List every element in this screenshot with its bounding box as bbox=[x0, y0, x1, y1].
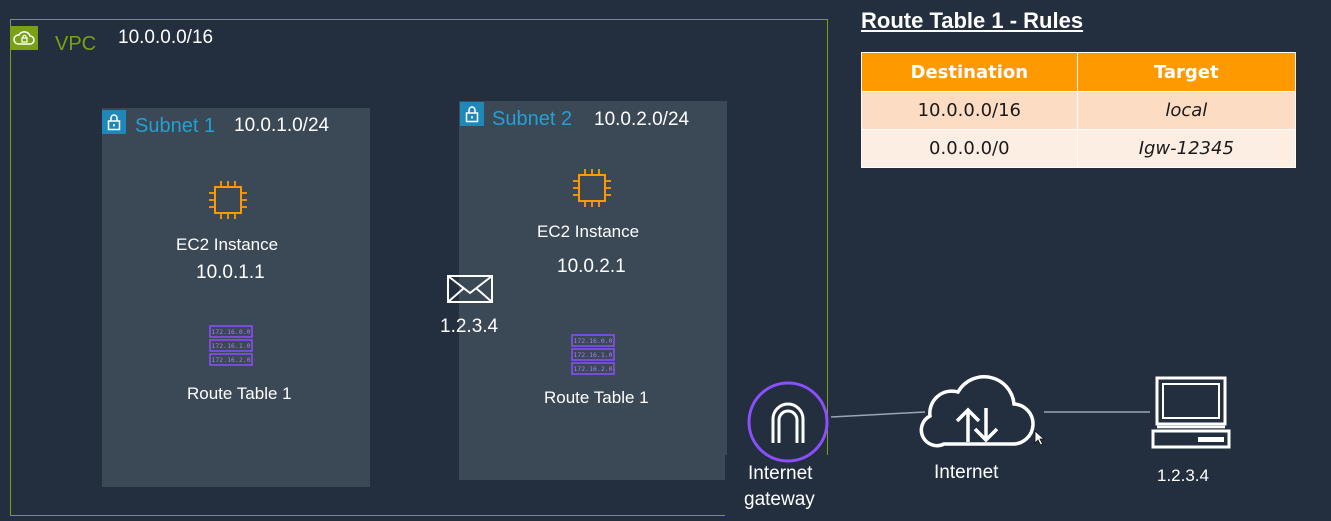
table-row: 10.0.0.0/16 local bbox=[861, 91, 1297, 130]
internet-gateway-icon bbox=[745, 379, 831, 470]
ec2-chip-icon bbox=[571, 167, 613, 214]
subnet-2-route-table-label: Route Table 1 bbox=[544, 388, 649, 407]
target-cell: local bbox=[1076, 91, 1297, 130]
route-table-icon-line: 172.16.1.0 bbox=[211, 342, 250, 350]
route-table-icon-line: 172.16.0.0 bbox=[211, 328, 250, 336]
destination-header: Destination bbox=[861, 52, 1078, 92]
subnet-2 bbox=[459, 101, 727, 480]
client-address: 1.2.3.4 bbox=[1157, 466, 1209, 485]
subnet-1-cidr: 10.0.1.0/24 bbox=[234, 115, 330, 136]
mouse-cursor-icon bbox=[1034, 430, 1046, 451]
route-table-icon-line: 172.16.2.0 bbox=[573, 365, 612, 373]
destination-cell: 10.0.0.0/16 bbox=[861, 91, 1078, 130]
subnet-2-instance-label: EC2 Instance bbox=[537, 222, 640, 241]
vpc-cidr: 10.0.0.0/16 bbox=[118, 27, 214, 48]
vpc-cloud-lock-icon bbox=[10, 26, 38, 50]
route-table-icon: 172.16.0.0 172.16.1.0 172.16.2.0 bbox=[209, 325, 253, 372]
subnet-2-cidr: 10.0.2.0/24 bbox=[594, 109, 690, 130]
route-table-icon: 172.16.0.0 172.16.1.0 172.16.2.0 bbox=[571, 334, 615, 381]
internet-gateway-label-line1: Internet bbox=[748, 463, 813, 484]
internet-gateway-label-line2: gateway bbox=[744, 489, 815, 510]
vpc-label: VPC bbox=[55, 33, 97, 55]
vpc-container bbox=[10, 19, 828, 516]
table-header-row: Destination Target bbox=[861, 52, 1297, 92]
route-table-icon-line: 172.16.0.0 bbox=[573, 337, 612, 345]
packet-address: 1.2.3.4 bbox=[440, 316, 499, 337]
gateway-area bbox=[725, 455, 835, 521]
subnet-2-name: Subnet 2 bbox=[492, 108, 573, 130]
target-cell: Igw-12345 bbox=[1076, 129, 1297, 168]
cloud-upload-download-icon bbox=[918, 372, 1036, 455]
subnet-lock-icon bbox=[102, 110, 126, 134]
route-table-icon-line: 172.16.2.0 bbox=[211, 356, 250, 364]
route-table-icon-line: 172.16.1.0 bbox=[573, 351, 612, 359]
destination-cell: 0.0.0.0/0 bbox=[861, 129, 1078, 168]
route-table-rules-title: Route Table 1 - Rules bbox=[861, 8, 1084, 33]
target-header: Target bbox=[1076, 52, 1297, 92]
internet-label: Internet bbox=[934, 462, 999, 483]
gateway-to-internet-line bbox=[830, 411, 926, 418]
computer-icon bbox=[1150, 375, 1232, 456]
subnet-1 bbox=[102, 108, 370, 487]
subnet-1-instance-label: EC2 Instance bbox=[176, 235, 279, 254]
ec2-chip-icon bbox=[207, 179, 249, 226]
subnet-1-name: Subnet 1 bbox=[135, 115, 216, 137]
subnet-2-instance-ip: 10.0.2.1 bbox=[557, 256, 626, 277]
subnet-1-instance-ip: 10.0.1.1 bbox=[196, 262, 265, 283]
subnet-1-route-table-label: Route Table 1 bbox=[187, 384, 292, 403]
route-table-rules: Destination Target 10.0.0.0/16 local 0.0… bbox=[861, 52, 1297, 168]
envelope-icon bbox=[447, 275, 493, 308]
subnet-lock-icon bbox=[460, 102, 484, 126]
table-row: 0.0.0.0/0 Igw-12345 bbox=[861, 129, 1297, 168]
